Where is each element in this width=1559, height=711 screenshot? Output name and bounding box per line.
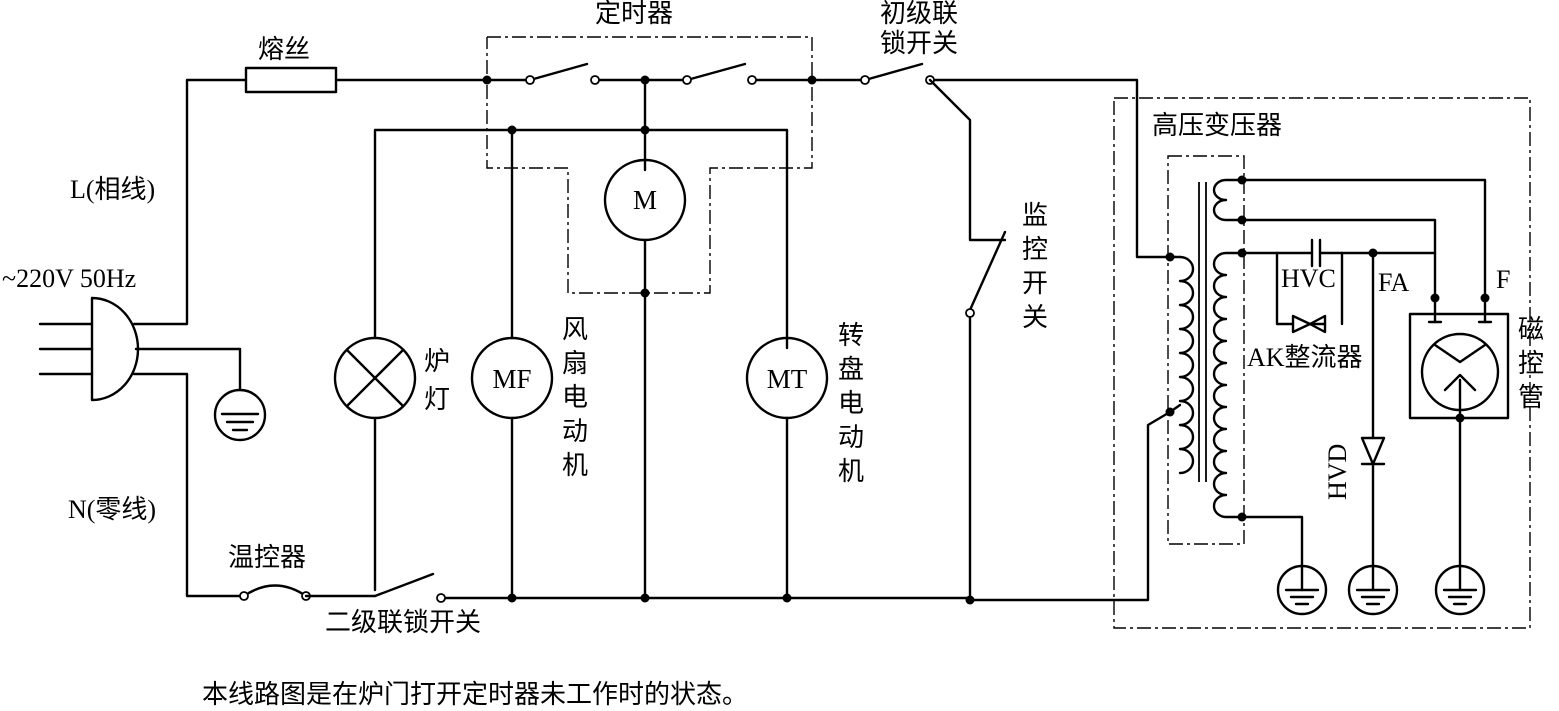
timer-switch-2 [682, 62, 757, 85]
thermostat [239, 584, 311, 601]
rectifier-label: AK整流器 [1247, 343, 1363, 372]
magnetron-text-2: 控 [1518, 349, 1544, 378]
secondary-interlock-label: 二级联锁开关 [325, 608, 481, 637]
fan-motor-text-5: 机 [562, 451, 588, 480]
lamp-branch-wire [373, 128, 789, 350]
junction-dots [482, 75, 1490, 605]
hv-capacitor [1240, 238, 1437, 268]
filament-wires [1240, 178, 1487, 308]
fan-motor-text-4: 动 [562, 417, 588, 446]
fuse [244, 66, 338, 94]
turntable-motor-text-2: 盘 [838, 355, 864, 384]
oven-lamp [333, 336, 417, 592]
hv-transformer-label: 高压变压器 [1152, 111, 1282, 140]
hv-transformer [1168, 178, 1244, 519]
lamp-label-1: 炉 [424, 347, 450, 376]
timer-motor-label: M [633, 185, 657, 215]
fan-motor-text-1: 风 [562, 315, 588, 344]
fuse-label: 熔丝 [258, 35, 310, 64]
turntable-motor-text-4: 动 [838, 423, 864, 452]
timer-label: 定时器 [595, 0, 673, 28]
transformer-ground-wire [1240, 515, 1304, 568]
plug-earth-symbol [213, 388, 267, 442]
magnetron-earth-symbol [1434, 564, 1486, 616]
turntable-motor-text-1: 转 [838, 321, 864, 350]
primary-interlock-label-1: 初级联 [880, 0, 958, 28]
lamp-label-2: 灯 [424, 385, 450, 414]
turntable-motor [745, 336, 829, 600]
supply-label: ~220V 50Hz [2, 264, 136, 293]
neutral-wire [304, 410, 1172, 602]
timer-enclosure [486, 36, 813, 294]
hv-diode-label: HVD [1323, 444, 1352, 500]
monitor-switch-text-1: 监 [1022, 201, 1048, 230]
hv-transformer-enclosure [1167, 155, 1245, 545]
turntable-motor-label: MT [767, 364, 808, 394]
secondary-interlock-switch [373, 572, 446, 603]
hv-capacitor-label: HVC [1281, 264, 1336, 293]
magnetron [1408, 304, 1510, 568]
magnetron-text-3: 管 [1518, 383, 1544, 412]
transformer-earth-symbol [1276, 564, 1328, 616]
fan-motor-label: MF [492, 364, 531, 394]
primary-interlock-switch [860, 62, 935, 85]
diagram-caption: 本线路图是在炉门打开定时器未工作时的状态。 [202, 680, 748, 709]
power-plug [38, 296, 242, 598]
hv-section-enclosure [1113, 97, 1531, 629]
magnetron-text-1: 磁 [1518, 315, 1544, 344]
turntable-motor-text-3: 电 [838, 389, 864, 418]
thermostat-label: 温控器 [228, 543, 306, 572]
monitor-switch-text-4: 关 [1022, 303, 1048, 332]
fan-motor [470, 128, 554, 600]
timer-switch-1 [525, 62, 600, 85]
timer-motor [603, 78, 687, 600]
live-label: L(相线) [70, 175, 155, 204]
diode-earth-symbol [1347, 564, 1399, 616]
filament-label: F [1496, 265, 1510, 294]
neutral-label: N(零线) [68, 495, 156, 524]
primary-interlock-label-2: 锁开关 [880, 29, 958, 58]
monitor-switch-text-3: 开 [1022, 269, 1048, 298]
monitor-switch-text-2: 控 [1022, 235, 1048, 264]
monitor-switch [928, 78, 1007, 600]
fan-motor-text-2: 扇 [562, 349, 588, 378]
filament-a-label: FA [1378, 268, 1410, 297]
hv-diode [1360, 251, 1386, 568]
ak-rectifier [1275, 251, 1344, 334]
turntable-motor-text-5: 机 [838, 457, 864, 486]
fan-motor-text-3: 电 [562, 383, 588, 412]
